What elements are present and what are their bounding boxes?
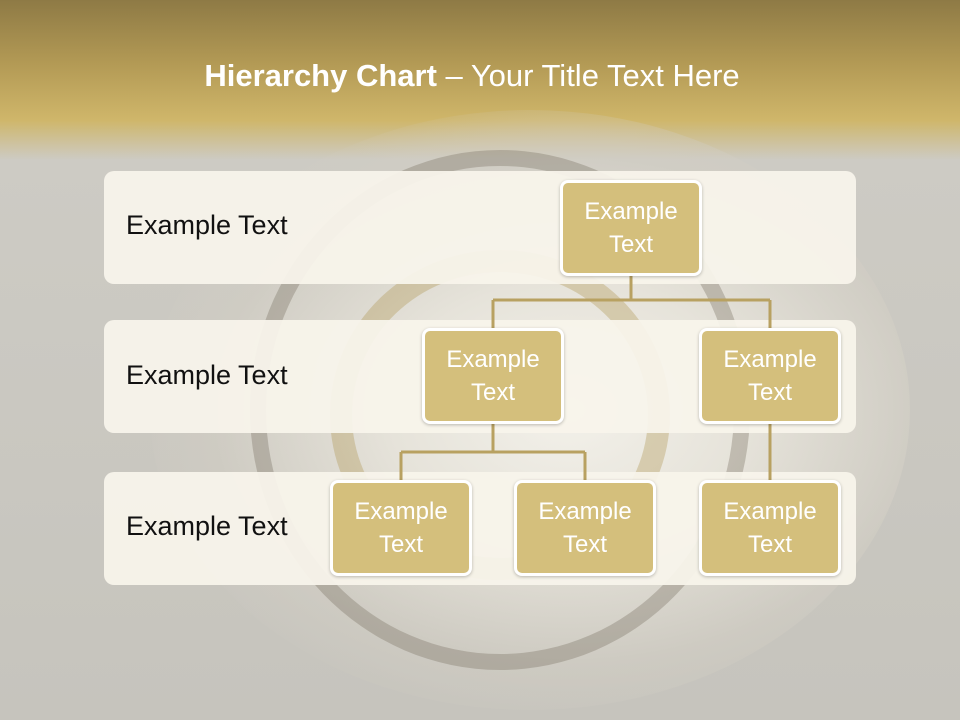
level-band-1 bbox=[104, 171, 856, 284]
node-level2-right[interactable]: Example Text bbox=[699, 328, 841, 424]
node-level3-center[interactable]: Example Text bbox=[514, 480, 656, 576]
level-label-2: Example Text bbox=[126, 360, 288, 390]
slide-title: Hierarchy Chart – Your Title Text Here bbox=[0, 58, 944, 94]
node-level3-left[interactable]: Example Text bbox=[330, 480, 472, 576]
level-label-1: Example Text bbox=[126, 210, 288, 240]
level-label-3: Example Text bbox=[126, 511, 288, 541]
node-level3-right[interactable]: Example Text bbox=[699, 480, 841, 576]
node-level2-left[interactable]: Example Text bbox=[422, 328, 564, 424]
title-dash: – bbox=[436, 58, 471, 93]
title-rest: Your Title Text Here bbox=[470, 58, 740, 93]
title-bold: Hierarchy Chart bbox=[204, 58, 437, 93]
node-root[interactable]: Example Text bbox=[560, 180, 702, 276]
